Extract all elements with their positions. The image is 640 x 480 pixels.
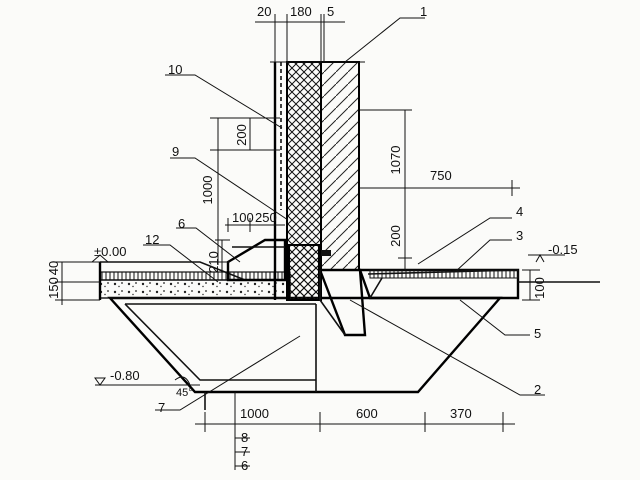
callout-2: 2 <box>534 382 541 397</box>
level-minus-015: -0.15 <box>548 242 578 257</box>
dim-250: 250 <box>255 210 277 225</box>
dim-180: 180 <box>290 4 312 19</box>
callout-5: 5 <box>534 326 541 341</box>
level-zero: ±0.00 <box>94 244 126 259</box>
callout-1: 1 <box>420 4 427 19</box>
dim-100-right: 100 <box>532 277 547 299</box>
dim-750: 750 <box>430 168 452 183</box>
angle-45: 45° <box>176 387 193 399</box>
dim-bottom-370: 370 <box>450 406 472 421</box>
callout-7: 7 <box>158 400 165 415</box>
dim-bottom-600: 600 <box>356 406 378 421</box>
dim-200-right: 200 <box>388 225 403 247</box>
dim-200-left: 200 <box>234 124 249 146</box>
right-floor-slab <box>358 268 520 300</box>
dim-bottom-1000: 1000 <box>240 406 269 421</box>
dim-1070: 1070 <box>388 146 403 175</box>
callout-4: 4 <box>516 204 523 219</box>
callout-10: 10 <box>168 62 182 77</box>
dim-150: 150 <box>46 277 61 299</box>
callout-12: 12 <box>145 232 159 247</box>
wall <box>270 61 365 301</box>
dim-20: 20 <box>257 4 271 19</box>
level-minus-080: -0.80 <box>110 368 140 383</box>
callout-leaders <box>143 17 545 411</box>
footing <box>107 296 503 410</box>
callout-3: 3 <box>516 228 523 243</box>
dim-1000-left: 1000 <box>200 176 215 205</box>
dimension-lines <box>55 14 565 470</box>
callout-9: 9 <box>172 144 179 159</box>
dim-210: 210 <box>206 251 221 273</box>
dim-5: 5 <box>327 4 334 19</box>
right-wedge <box>318 268 367 337</box>
dim-40: 40 <box>46 261 61 275</box>
callout-6: 6 <box>178 216 185 231</box>
dim-100: 100 <box>232 210 254 225</box>
left-floor-slab <box>98 261 291 300</box>
